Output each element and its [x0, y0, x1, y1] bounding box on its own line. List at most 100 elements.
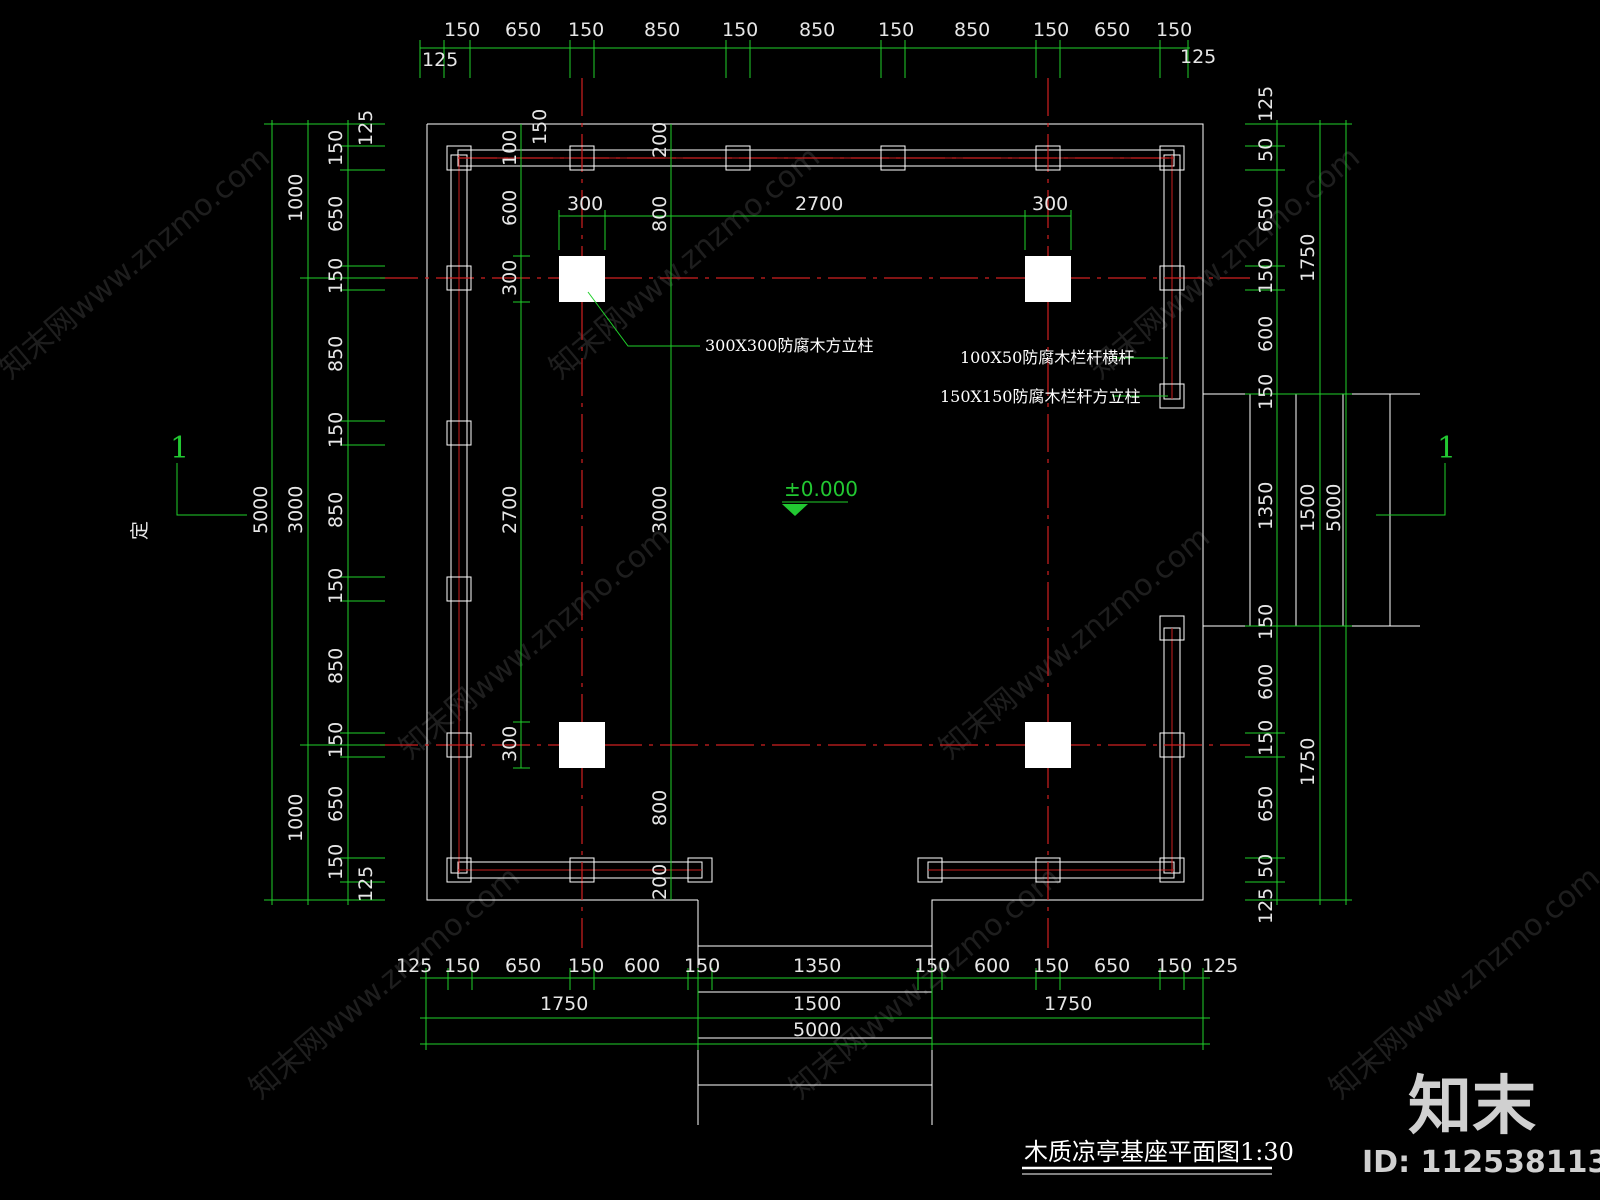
dim-text: 1000: [285, 794, 307, 842]
main-columns: [559, 256, 1071, 768]
watermark: 知末网www.znzmo.com: [243, 860, 527, 1106]
dim-text: 800: [649, 790, 671, 826]
brand-logo: 知末: [1408, 1070, 1536, 1144]
rail-post: [446, 732, 472, 758]
dim-text: 150: [444, 955, 480, 977]
base-outline: [426, 123, 1420, 1125]
dim-text: 150: [684, 955, 720, 977]
dim-text: 150: [529, 109, 551, 145]
dim-text: 650: [505, 19, 541, 41]
dim-text: 850: [325, 648, 347, 684]
dim-text: 1350: [793, 955, 841, 977]
side-note: 定: [129, 521, 151, 540]
dim-text: 150: [878, 19, 914, 41]
annotation-rail-post: 150X150防腐木栏杆方立柱: [940, 387, 1140, 406]
main-column: [1025, 256, 1071, 302]
dim-text: 150: [568, 19, 604, 41]
dim-text: 3000: [285, 486, 307, 534]
dim-text: 200: [649, 122, 671, 158]
dim-text: 150: [325, 258, 347, 294]
dim-text: 850: [325, 336, 347, 372]
dim-text: 100: [499, 130, 521, 166]
dim-text: 600: [624, 955, 660, 977]
main-column: [559, 722, 605, 768]
dim-text: 150: [325, 722, 347, 758]
rail-post: [446, 265, 472, 291]
dim-text: 1750: [1044, 993, 1092, 1015]
dim-text: 1350: [1255, 482, 1277, 530]
dim-text: 850: [325, 492, 347, 528]
dim-text: 850: [644, 19, 680, 41]
drawing-title: 木质凉亭基座平面图1:30: [1022, 1138, 1294, 1175]
rail-post: [569, 145, 595, 171]
dim-text: 1750: [1297, 738, 1319, 786]
dim-text: 1750: [1297, 234, 1319, 282]
dim-text: 650: [1255, 196, 1277, 232]
dim-text: 800: [649, 196, 671, 232]
rail-post: [917, 857, 943, 883]
dim-text: 150: [444, 19, 480, 41]
dim-text: 50: [1255, 138, 1277, 162]
rail-post: [569, 857, 595, 883]
dim-text: 2700: [499, 486, 521, 534]
rail-post: [446, 576, 472, 602]
dim-text: 150: [1255, 604, 1277, 640]
dim-text: 125: [1255, 86, 1277, 122]
dim-text: 125: [355, 866, 377, 902]
rail-posts: [446, 145, 1185, 883]
elevation-label: ±0.000: [784, 477, 858, 501]
section-mark-right: 1: [1376, 431, 1456, 516]
dim-text: 150: [325, 130, 347, 166]
dim-text: 150: [722, 19, 758, 41]
annotation-main-column: 300X300防腐木方立柱: [705, 336, 873, 355]
dim-text: 150: [1033, 955, 1069, 977]
dim-text: 5000: [1323, 484, 1345, 532]
dim-text: 150: [568, 955, 604, 977]
section-label: 1: [1437, 431, 1456, 466]
dim-text: 150: [1255, 258, 1277, 294]
dim-text: 150: [914, 955, 950, 977]
dim-text: 150: [1255, 720, 1277, 756]
rail-post: [725, 145, 751, 171]
dim-text: 1750: [540, 993, 588, 1015]
rail-post: [1159, 265, 1185, 291]
dim-text: 850: [954, 19, 990, 41]
dim-text: 150: [1156, 19, 1192, 41]
top-dimensions: 150 650 150 850 150 850 150 850 150 650 …: [422, 19, 1216, 71]
dim-text: 125: [422, 49, 458, 71]
rail-post: [1159, 732, 1185, 758]
dim-text: 125: [1202, 955, 1238, 977]
rail-post: [880, 145, 906, 171]
dim-text: 650: [1094, 19, 1130, 41]
dim-text: 1500: [1297, 484, 1319, 532]
right-dimensions: 125 50 650 150 600 150 1350 150 600 150 …: [1255, 86, 1345, 924]
dim-text: 1500: [793, 993, 841, 1015]
dim-text: 300: [499, 726, 521, 762]
title-text: 木质凉亭基座平面图1:30: [1024, 1138, 1294, 1166]
dim-text: 3000: [649, 486, 671, 534]
dim-text: 300: [1032, 193, 1068, 215]
rail-post: [446, 420, 472, 446]
dim-text: 150: [1255, 374, 1277, 410]
dim-text: 125: [355, 110, 377, 146]
brand-mark: 知末 ID: 1125381135: [1362, 1070, 1600, 1180]
left-dimensions: 125 150 650 150 850 150 850 150 850 150 …: [129, 110, 377, 902]
main-column: [1025, 722, 1071, 768]
dim-text: 125: [1255, 888, 1277, 924]
dim-text: 650: [325, 196, 347, 232]
section-label: 1: [170, 431, 189, 466]
dim-text: 200: [649, 864, 671, 900]
watermark: 知末网www.znzmo.com: [933, 520, 1217, 766]
dim-text: 650: [1094, 955, 1130, 977]
dim-text: 1000: [285, 174, 307, 222]
dimension-lines: [264, 40, 1352, 1050]
dim-text: 150: [1033, 19, 1069, 41]
dim-text: 2700: [795, 193, 843, 215]
dim-text: 650: [505, 955, 541, 977]
dim-text: 650: [325, 786, 347, 822]
rail-post: [446, 145, 472, 171]
watermark: 知末网www.znzmo.com: [393, 520, 677, 766]
bottom-dimensions: 125 150 650 150 600 150 1350 150 600 150…: [396, 955, 1238, 1041]
dim-text: 125: [1180, 46, 1216, 68]
